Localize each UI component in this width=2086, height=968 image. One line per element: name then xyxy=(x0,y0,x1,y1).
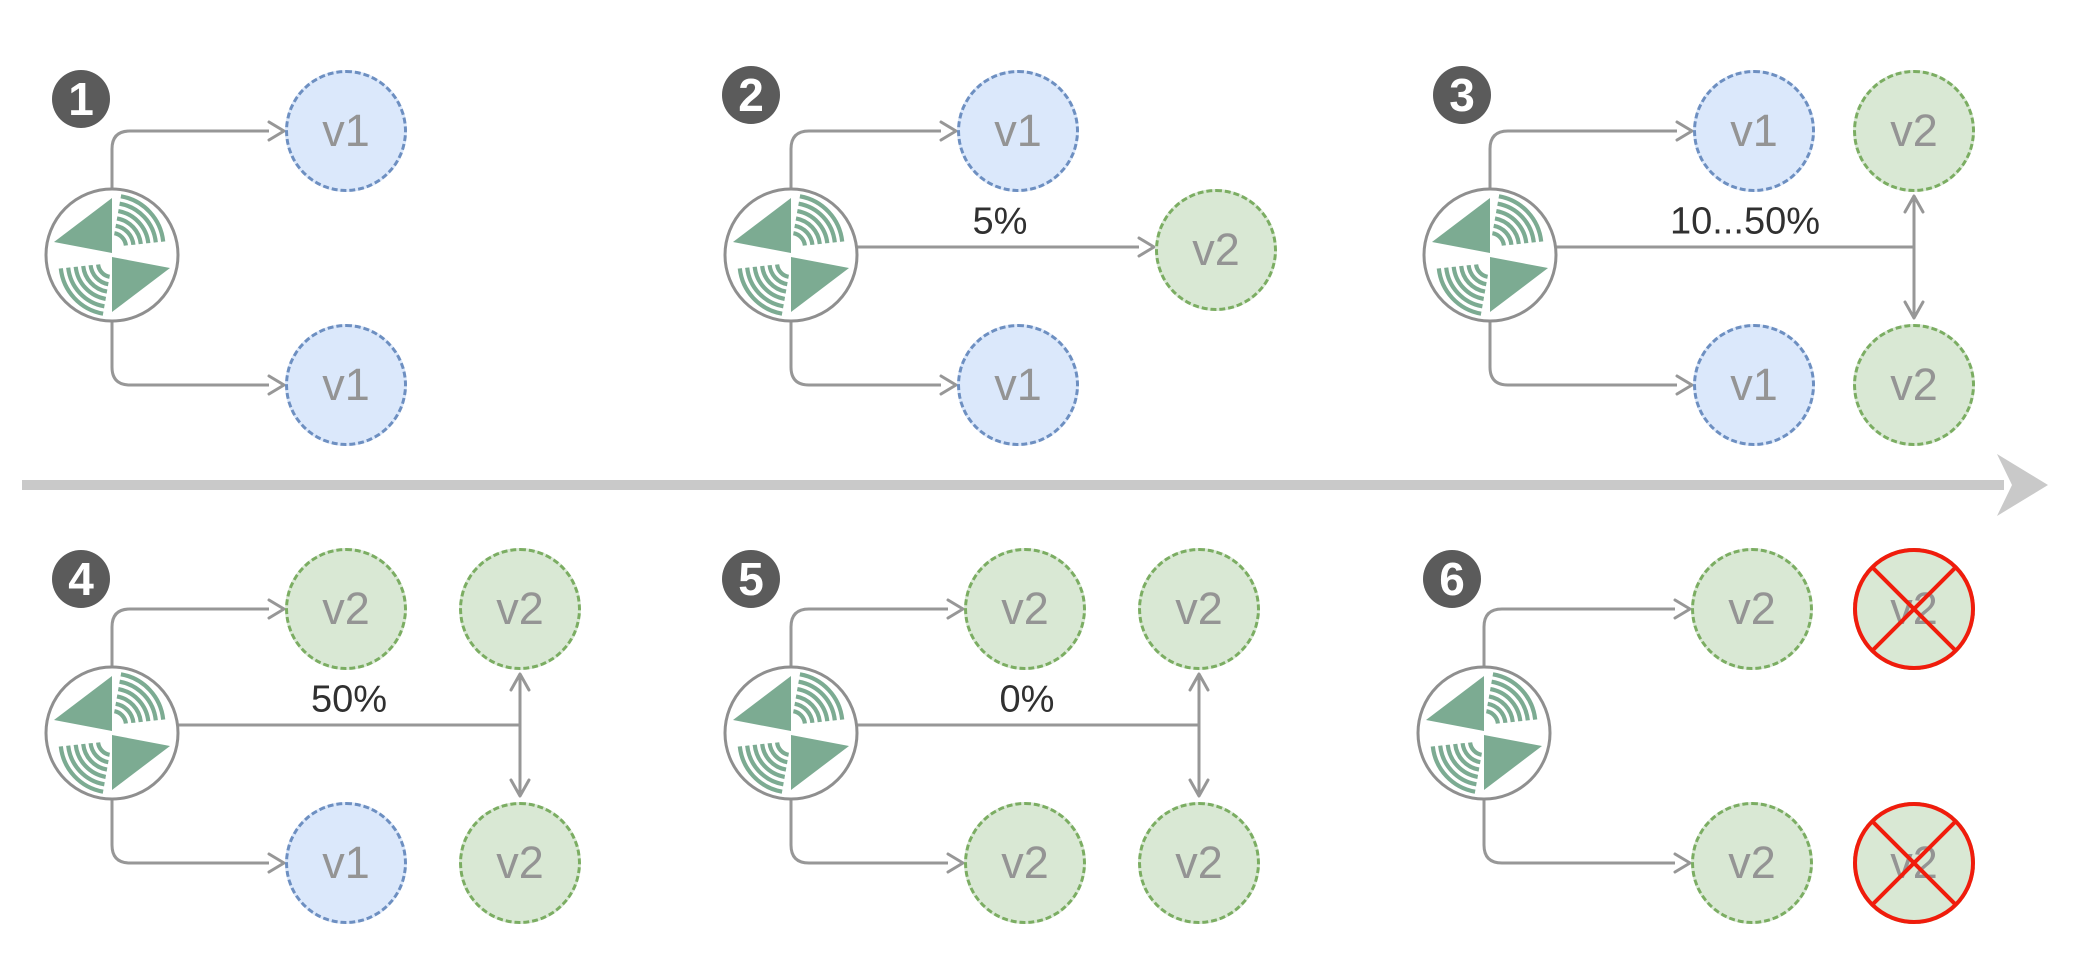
node-v2: v2 xyxy=(1155,189,1277,311)
arrowhead-s1-top xyxy=(267,120,286,142)
load-balancer-icon xyxy=(721,663,861,803)
load-balancer-icon xyxy=(42,185,182,325)
arrowhead-s3-top xyxy=(1675,120,1694,142)
arrowhead-s6-top xyxy=(1673,598,1692,620)
node-v1: v1 xyxy=(285,324,407,446)
node-v2: v2 xyxy=(964,548,1086,670)
traffic-percentage-label: 0% xyxy=(999,678,1055,721)
node-label: v1 xyxy=(322,359,370,410)
connector-s5-top xyxy=(789,607,948,667)
connector-s1-bottom xyxy=(110,321,269,387)
connector-s5-bottom xyxy=(789,799,948,865)
node-label: v2 xyxy=(1001,837,1049,888)
node-v2: v2 xyxy=(1138,548,1260,670)
stage-number: 3 xyxy=(1449,69,1475,121)
node-label: v2 xyxy=(1890,359,1938,410)
stage-number-badge: 6 xyxy=(1423,550,1481,608)
node-label: v2 xyxy=(322,583,370,634)
node-label: v2 xyxy=(1728,583,1776,634)
node-v1: v1 xyxy=(957,324,1079,446)
node-v2: v2 xyxy=(1853,324,1975,446)
arrowhead-s4-bottom xyxy=(267,852,286,874)
connector-s4-bottom xyxy=(110,799,269,865)
stage-number: 5 xyxy=(738,553,764,605)
connector-s1-top xyxy=(110,129,269,189)
traffic-percentage-label: 5% xyxy=(972,200,1028,243)
stage-number: 2 xyxy=(738,69,764,121)
timeline-arrow-head xyxy=(1997,454,2048,516)
traffic-percentage-label: 50% xyxy=(310,678,388,721)
arrowhead-s6-bottom xyxy=(1673,852,1692,874)
node-label: v2 xyxy=(1001,583,1049,634)
node-v1: v1 xyxy=(285,70,407,192)
node-label: v1 xyxy=(1730,105,1778,156)
crossed-out-icon xyxy=(1853,802,1975,924)
node-v2: v2 xyxy=(1138,802,1260,924)
connector-s6-bottom xyxy=(1482,799,1675,865)
crossed-out-icon xyxy=(1853,548,1975,670)
node-v2: v2 xyxy=(964,802,1086,924)
arrowhead-s5-bottom xyxy=(946,852,965,874)
stage-number: 4 xyxy=(68,553,94,605)
stage-number-badge: 2 xyxy=(722,66,780,124)
arrowhead-s4-top xyxy=(267,598,286,620)
connector-s4-top xyxy=(110,607,269,667)
arrowhead-s5-top xyxy=(946,598,965,620)
node-v2: v2 xyxy=(459,802,581,924)
node-v2: v2 xyxy=(1691,548,1813,670)
stage-number: 6 xyxy=(1439,553,1465,605)
node-v2-crossed: v2 xyxy=(1853,548,1975,670)
connector-s6-top xyxy=(1482,607,1675,667)
arrowhead-s4-down xyxy=(509,778,531,798)
stage-number: 1 xyxy=(68,73,94,125)
stage-number-badge: 3 xyxy=(1433,66,1491,124)
node-label: v1 xyxy=(322,837,370,888)
node-v2: v2 xyxy=(285,548,407,670)
node-v1: v1 xyxy=(285,802,407,924)
node-label: v2 xyxy=(1175,837,1223,888)
node-label: v2 xyxy=(496,837,544,888)
traffic-percentage-label: 10...50% xyxy=(1670,200,1820,243)
node-v1: v1 xyxy=(1693,324,1815,446)
node-v1: v1 xyxy=(957,70,1079,192)
stage-number-badge: 4 xyxy=(52,550,110,608)
arrowhead-s4-up xyxy=(509,672,531,692)
arrowhead-s5-down xyxy=(1188,778,1210,798)
arrowhead-s1-bottom xyxy=(267,374,286,396)
connector-s3-top xyxy=(1488,129,1677,189)
arrowhead-s2-bottom xyxy=(939,374,958,396)
node-label: v1 xyxy=(994,105,1042,156)
arrowhead-s3-bottom xyxy=(1675,374,1694,396)
node-label: v2 xyxy=(496,583,544,634)
node-label: v2 xyxy=(1890,105,1938,156)
arrowhead-s3-up xyxy=(1903,194,1925,214)
arrowhead-s2-top xyxy=(939,120,958,142)
arrowhead-s3-down xyxy=(1903,300,1925,320)
node-v1: v1 xyxy=(1693,70,1815,192)
load-balancer-icon xyxy=(42,663,182,803)
node-v2: v2 xyxy=(1853,70,1975,192)
node-label: v1 xyxy=(994,359,1042,410)
load-balancer-icon xyxy=(1420,185,1560,325)
node-v2: v2 xyxy=(459,548,581,670)
node-v2: v2 xyxy=(1691,802,1813,924)
node-label: v2 xyxy=(1175,583,1223,634)
node-v2-crossed: v2 xyxy=(1853,802,1975,924)
load-balancer-icon xyxy=(721,185,861,325)
load-balancer-icon xyxy=(1414,663,1554,803)
node-label: v1 xyxy=(322,105,370,156)
node-label: v1 xyxy=(1730,359,1778,410)
stage-number-badge: 5 xyxy=(722,550,780,608)
node-label: v2 xyxy=(1728,837,1776,888)
connector-s3-bottom xyxy=(1488,321,1677,387)
connector-s2-bottom xyxy=(789,321,941,387)
stage-number-badge: 1 xyxy=(52,70,110,128)
connector-s2-top xyxy=(789,129,941,189)
node-label: v2 xyxy=(1192,224,1240,275)
arrowhead-s5-up xyxy=(1188,672,1210,692)
arrowhead-s2-canary xyxy=(1137,236,1156,258)
